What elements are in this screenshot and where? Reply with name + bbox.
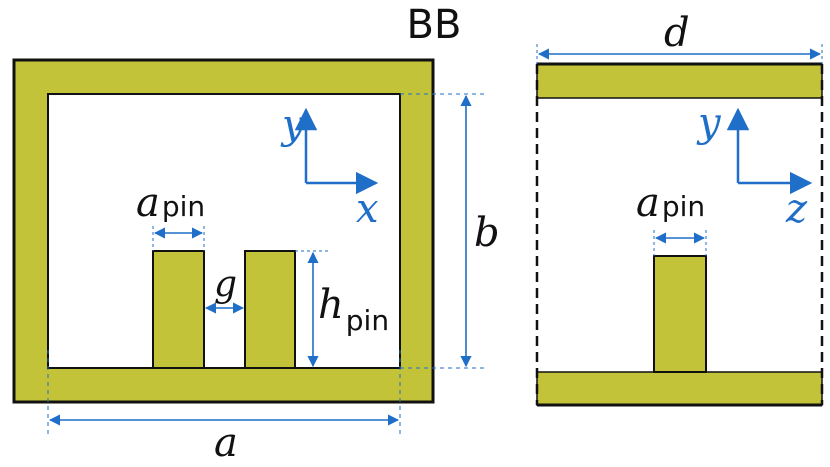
a-pin-symbol-right: a bbox=[636, 180, 660, 226]
dimension-d: d bbox=[536, 10, 823, 64]
g-label: g bbox=[214, 264, 237, 305]
pin-left bbox=[152, 250, 205, 369]
axis-label-y-right: y bbox=[696, 100, 722, 146]
a-label: a bbox=[214, 420, 238, 466]
axes-xy: y x bbox=[280, 102, 379, 232]
dimension-a-pin-left: apin bbox=[136, 180, 205, 251]
right-view: y z apin d bbox=[535, 10, 824, 407]
top-metal-strip bbox=[536, 63, 823, 99]
a-pin-subscript-right: pin bbox=[662, 190, 705, 223]
h-pin-subscript: pin bbox=[346, 304, 389, 337]
h-pin-symbol: h bbox=[318, 282, 344, 328]
axes-yz: y z bbox=[696, 100, 813, 232]
axis-label-y: y bbox=[280, 102, 306, 148]
svg-text:hpin: hpin bbox=[318, 282, 389, 337]
bottom-metal-strip bbox=[536, 371, 823, 406]
dimension-a: a bbox=[47, 350, 401, 466]
axis-label-z: z bbox=[785, 186, 808, 232]
dimension-g: g bbox=[204, 264, 245, 314]
pin-side-view bbox=[653, 255, 707, 373]
axis-label-x: x bbox=[356, 186, 379, 232]
dimension-h-pin: hpin bbox=[295, 250, 389, 368]
pin-right bbox=[244, 250, 296, 369]
b-label: b bbox=[474, 210, 500, 256]
dimension-b: b bbox=[400, 93, 500, 369]
svg-text:apin: apin bbox=[636, 180, 705, 226]
diagram-title: BB bbox=[407, 2, 462, 48]
a-pin-symbol: a bbox=[136, 180, 160, 226]
a-pin-subscript: pin bbox=[162, 190, 205, 223]
dimension-a-pin-right: apin bbox=[636, 180, 707, 256]
d-label: d bbox=[664, 10, 690, 56]
left-view: y x apin g hpin bbox=[12, 58, 500, 466]
svg-text:apin: apin bbox=[136, 180, 205, 226]
